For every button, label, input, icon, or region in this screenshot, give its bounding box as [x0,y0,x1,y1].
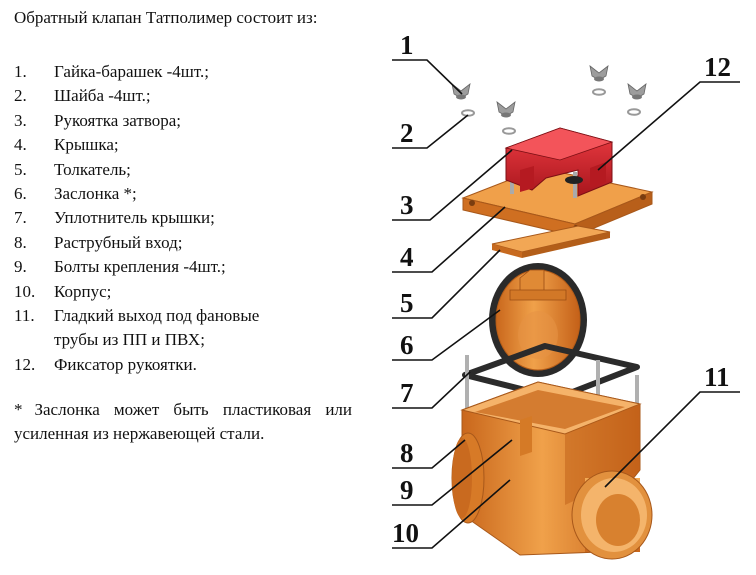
callout-leader [597,81,740,171]
item-number: 4. [14,135,27,155]
list-item: 10. Корпус; [14,280,259,304]
item-number: 10. [14,281,36,301]
diagram-title: Обратный клапан Татполимер состоит из: [14,8,318,27]
parts-list: 1. Гайка-барашек -4шт.; 2. Шайба -4шт.; 3.… [14,60,259,377]
callout-leader [604,391,740,488]
callout-number: 8 [400,438,414,468]
item-number: 5. [14,159,27,179]
callout-leader [392,439,466,469]
item-number: 12. [14,354,36,374]
pusher [491,225,611,258]
callout-leader [392,479,511,549]
wing-nut [451,83,471,100]
list-item: 12. Фиксатор рукоятки. [14,353,259,377]
item-text: Корпус; [54,281,112,301]
item-text: Рукоятка затвора; [54,110,182,130]
callout-number: 3 [400,190,414,220]
footnote: *Заслонка может быть пластиковая или уси… [14,398,352,446]
item-text: Гайка-барашек -4шт.; [54,62,210,81]
item-text: Заслонка *; [54,184,137,204]
callout-leader [392,249,501,319]
item-number: 11. [14,306,35,326]
callout-leader [392,371,471,409]
item-text: трубы из ПП и ПВХ; [54,330,205,350]
item-text: Шайба -4шт.; [54,86,151,106]
callout-leader [392,206,506,273]
callout-number: 6 [400,330,414,360]
callout-number: 4 [400,242,414,272]
item-text: Фиксатор рукоятки. [54,354,197,374]
list-item: трубы из ПП и ПВХ; [14,328,259,352]
washer [502,127,516,135]
callout-number: 1 [400,30,414,60]
item-text: Гладкий выход под фановые [54,306,260,326]
list-item: 4. Крышка; [14,133,259,157]
item-text: Уплотнитель крышки; [54,208,215,228]
item-number: 6. [14,184,27,204]
callout-leader [392,59,463,95]
washer [461,109,475,117]
item-number: 7. [14,208,27,228]
smooth-outlet [571,470,653,560]
list-item: 1. Гайка-барашек -4шт.; [14,60,259,84]
list-item: 8. Раструбный вход; [14,231,259,255]
callout-leader [392,114,469,149]
callout-number: 9 [400,475,414,505]
item-number: 8. [14,232,27,252]
socket-inlet [451,432,485,524]
list-item: 9. Болты крепления -4шт.; [14,255,259,279]
washer [627,108,641,116]
callout-leader [392,149,513,221]
callout-leader [392,309,501,361]
list-item: 7. Уплотнитель крышки; [14,206,259,230]
list-item: 3. Рукоятка затвора; [14,109,259,133]
list-item: 6. Заслонка *; [14,182,259,206]
item-text: Толкатель; [54,159,131,179]
item-text: Крышка; [54,135,119,155]
item-number: 1. [14,62,27,81]
callout-number: 2 [400,118,414,148]
item-number: 3. [14,110,27,130]
lid [461,167,654,237]
callout-number: 12 [704,52,731,82]
item-text: Болты крепления -4шт.; [54,257,226,277]
list-item: 11. Гладкий выход под фановые [14,304,259,328]
footnote-text: Заслонка может быть пластиковая или усил… [14,400,352,443]
item-text: Раструбный вход; [54,232,183,252]
callout-number: 5 [400,288,414,318]
item-number: 2. [14,86,27,106]
wing-nut [496,101,516,118]
callout-leader [392,439,513,506]
callout-number: 11 [704,362,730,392]
gate-handle [504,127,614,197]
washer [592,88,606,96]
callout-number: 7 [400,378,414,408]
callout-number: 10 [392,518,419,548]
item-number: 9. [14,257,27,277]
list-item: 5. Толкатель; [14,158,259,182]
list-item: 2. Шайба -4шт.; [14,84,259,108]
wing-nut [627,83,647,100]
footnote-asterisk: * [14,400,23,419]
wing-nut [589,65,609,82]
